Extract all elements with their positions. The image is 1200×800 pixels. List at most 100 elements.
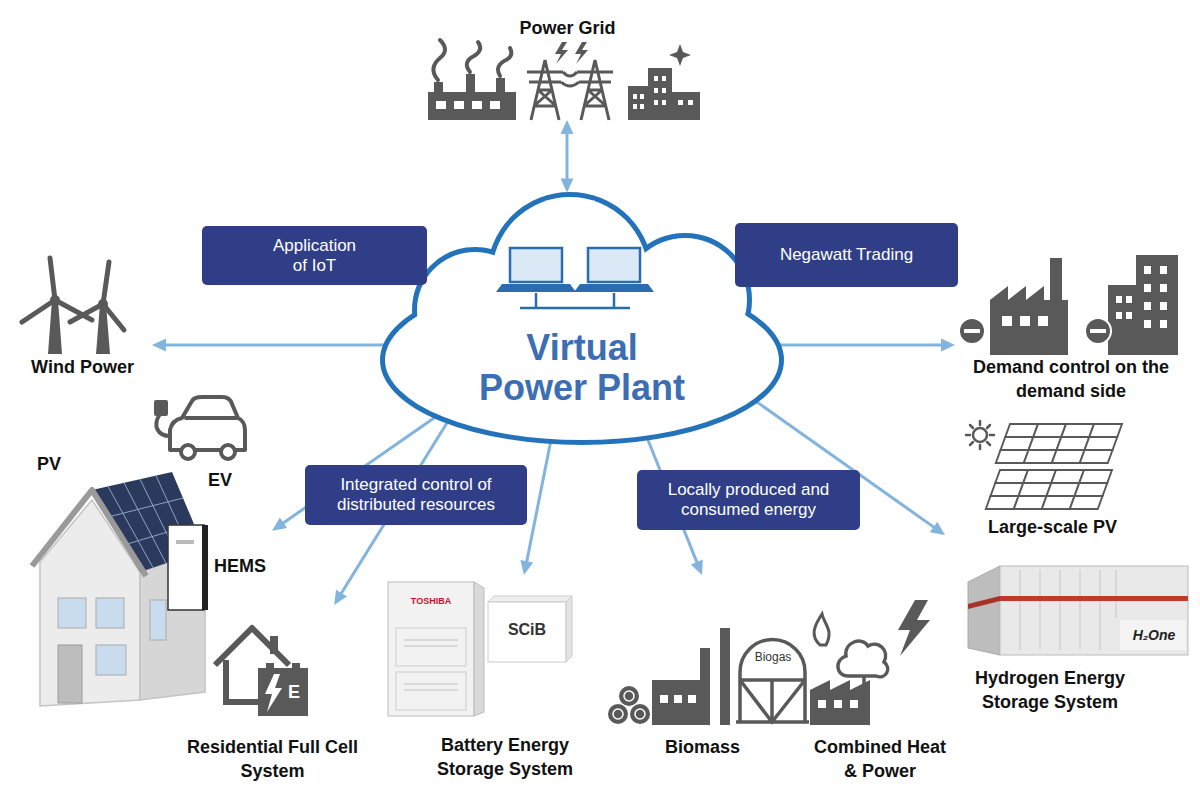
hydrogen-container-illustration [1000,596,1188,601]
demand-side-icon [1144,284,1151,292]
large-pv-icon [1075,483,1108,496]
large-pv-icon [1089,424,1122,437]
node-label: Power Grid [425,16,710,40]
ev-icon [156,414,170,436]
biomass-icon [613,709,623,719]
power-grid-icon [490,101,500,109]
wind-turbine-icon [50,258,55,300]
laptop-icon [574,284,654,292]
large-pv-icon [986,470,1112,509]
power-grid-icon [654,76,658,81]
power-grid-icon [633,94,637,99]
chp-icon [838,641,888,677]
biomass-icon [608,628,730,725]
arrow-head [152,339,166,352]
residential-cell-icon [215,628,289,665]
biogas-tank-icon [736,680,809,722]
resource-node: Residential Full Cell System [180,605,366,790]
large-pv-icon [966,421,1122,509]
product-name: H₂One [1122,626,1186,644]
power-grid-icon [472,101,482,109]
pv-house-illustration [58,598,86,628]
hydrogen-container-illustration [1115,570,1117,618]
resource-node: Combined Heat & Power [800,605,960,790]
ev-icon [181,445,195,459]
power-grid-icon [428,40,700,120]
connector-line [526,442,550,563]
ev-icon [186,416,236,420]
demand-side-icon [964,329,980,333]
wind-turbine-icon [48,300,62,354]
demand-side-icon [1020,316,1030,326]
chp-icon [814,614,829,645]
power-grid-icon [527,60,613,120]
ev-icon [156,402,166,414]
node-label: Hydrogen Energy Storage System [960,666,1140,714]
resource-node: Biomass [605,575,802,765]
large-pv-icon [970,425,973,428]
hydrogen-container-illustration [1099,570,1101,650]
demand-side-icon [1108,285,1138,355]
power-grid-icon [577,60,613,120]
icon-letter: E [283,680,305,704]
connector-line [566,132,569,180]
demand-side-icon [1038,316,1048,326]
chp-icon [810,680,870,725]
hydrogen-container-illustration [1079,570,1081,650]
chp-icon [862,676,866,684]
demand-side-icon [1160,266,1167,274]
chp-icon [834,700,842,708]
power-grid-icon [436,101,500,109]
resource-node: Large-scale PV [945,415,1142,543]
hydrogen-container-illustration [968,566,1000,655]
arrow-head [334,590,347,605]
hydrogen-container-illustration [1059,570,1061,650]
power-grid-icon [454,101,464,109]
power-grid-icon [496,78,505,94]
demand-side-icon [959,255,1178,355]
demand-side-icon [1050,258,1062,302]
demand-side-icon [1085,318,1111,344]
biomass-icon [608,704,628,724]
wind-turbine-icon [22,258,124,354]
power-grid-icon [575,42,588,64]
box-text: Integrated control of distributed resour… [326,475,506,515]
resource-node: Wind Power [15,255,152,381]
battery-storage-illustration [388,582,474,716]
cloud-hub: Virtual Power Plant [380,190,785,445]
ev-icon [221,445,235,459]
power-grid-icon [654,88,658,93]
node-label: Large-scale PV [965,515,1140,539]
biomass-icon [635,709,645,719]
power-grid-icon [428,92,516,120]
hub-title: Virtual Power Plant [471,328,693,408]
large-pv-icon [1080,450,1113,463]
demand-side-icon [1144,302,1151,310]
pv-house-illustration [32,472,208,706]
laptop-icon [510,248,562,282]
demand-side-icon [1116,296,1122,303]
battery-storage-illustration [396,672,466,710]
biomass-icon [660,695,668,703]
power-grid-icon [436,101,446,109]
resource-node: PV [25,452,175,717]
power-grid-icon [555,42,568,64]
pv-house-illustration [96,598,124,628]
arrow-head [930,522,945,535]
resource-node: Demand control on the demand side [955,255,1190,410]
demand-side-icon [1160,302,1167,310]
power-grid-icon [678,100,683,105]
connector-arrow [561,120,574,192]
arrow-head [561,178,574,192]
wind-turbine-icon [103,262,109,304]
power-grid-icon [654,100,658,105]
arrow-head [561,120,574,134]
demand-side-icon [1126,312,1132,319]
demand-side-icon [1144,320,1151,328]
arrow-head [520,560,533,575]
node-label: Residential Full Cell System [181,735,364,783]
chp-icon [810,600,930,725]
product-name: SCiB [490,620,564,639]
arrow-head [691,560,703,575]
